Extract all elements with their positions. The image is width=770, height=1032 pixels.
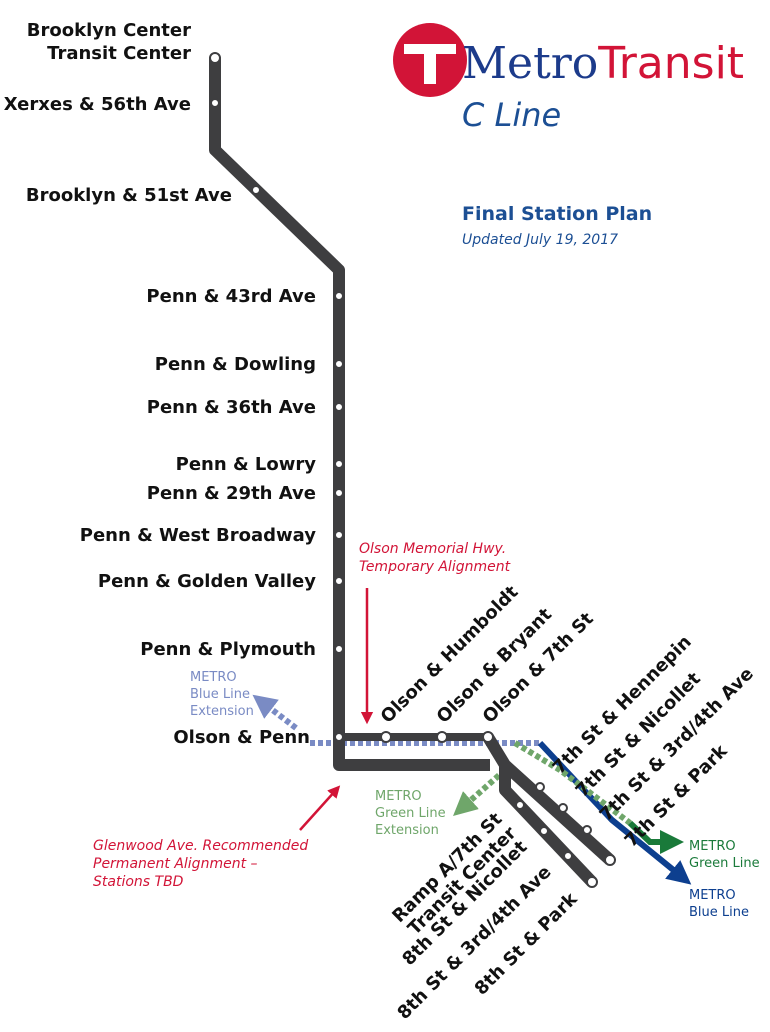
- green-line-label-2: Green Line: [689, 856, 760, 871]
- blue-line-label-1: METRO: [689, 888, 736, 903]
- blue-ext-label-1: METRO: [190, 670, 237, 685]
- label-xerxes: Xerxes & 56th Ave: [4, 94, 191, 115]
- green-ext-label-1: METRO: [375, 789, 422, 804]
- note-glenwood-3: Stations TBD: [93, 874, 184, 890]
- green-line-label-1: METRO: [689, 839, 736, 854]
- blue-line-label-2: Blue Line: [689, 905, 749, 920]
- station-markers: [209, 52, 616, 888]
- label-olson-penn: Olson & Penn: [173, 727, 310, 748]
- station-brooklyn-center[interactable]: [209, 52, 221, 64]
- station-olson-bryant[interactable]: [436, 731, 448, 743]
- station-olson-humboldt[interactable]: [380, 731, 392, 743]
- blue-ext-label-3: Extension: [190, 704, 254, 719]
- glenwood-arrow: [299, 785, 341, 831]
- station-penn-43rd[interactable]: [334, 291, 344, 301]
- station-olson-penn[interactable]: [334, 732, 344, 742]
- station-ramp-a[interactable]: [515, 800, 525, 810]
- green-line-track: [513, 740, 684, 854]
- label-penn-golden-valley: Penn & Golden Valley: [98, 571, 316, 592]
- line-name: C Line: [462, 96, 561, 134]
- brand-name: MetroTransit: [462, 38, 744, 89]
- note-temporary-1: Olson Memorial Hwy.: [359, 541, 506, 557]
- station-penn-west-broadway[interactable]: [334, 530, 344, 540]
- label-brooklyn-center-2: Transit Center: [47, 43, 191, 64]
- label-brooklyn-51st: Brooklyn & 51st Ave: [26, 185, 232, 206]
- label-penn-43rd: Penn & 43rd Ave: [146, 286, 316, 307]
- station-olson-7th[interactable]: [482, 731, 494, 743]
- station-penn-golden-valley[interactable]: [334, 576, 344, 586]
- station-8th-park[interactable]: [586, 876, 598, 888]
- station-penn-29th[interactable]: [334, 488, 344, 498]
- green-line-extension-track: [453, 767, 507, 816]
- metro-transit-logo: MetroTransit: [393, 23, 744, 97]
- note-glenwood-1: Glenwood Ave. Recommended: [93, 838, 308, 854]
- station-penn-plymouth[interactable]: [334, 644, 344, 654]
- blue-ext-label-2: Blue Line: [190, 687, 250, 702]
- station-8th-3rd-4th[interactable]: [563, 851, 573, 861]
- label-penn-36th: Penn & 36th Ave: [147, 397, 316, 418]
- c-line-route: [209, 58, 615, 887]
- label-penn-west-broadway: Penn & West Broadway: [80, 525, 316, 546]
- green-ext-label-2: Green Line: [375, 806, 446, 821]
- blue-line-track: [537, 740, 692, 885]
- blue-line-extension-track: [252, 694, 540, 746]
- station-7th-3rd-4th[interactable]: [582, 825, 592, 835]
- station-penn-dowling[interactable]: [334, 359, 344, 369]
- label-penn-lowry: Penn & Lowry: [176, 454, 317, 475]
- label-brooklyn-center-1: Brooklyn Center: [27, 20, 191, 41]
- label-penn-plymouth: Penn & Plymouth: [140, 639, 316, 660]
- station-brooklyn-51st[interactable]: [251, 185, 261, 195]
- station-7th-nicollet[interactable]: [558, 803, 568, 813]
- label-penn-29th: Penn & 29th Ave: [147, 483, 316, 504]
- station-8th-nicollet[interactable]: [539, 826, 549, 836]
- station-penn-36th[interactable]: [334, 402, 344, 412]
- station-7th-hennepin[interactable]: [535, 782, 545, 792]
- plan-updated: Updated July 19, 2017: [462, 232, 618, 248]
- note-temporary-2: Temporary Alignment: [359, 559, 511, 575]
- note-glenwood-2: Permanent Alignment –: [93, 856, 258, 872]
- station-7th-park[interactable]: [604, 854, 616, 866]
- station-penn-lowry[interactable]: [334, 459, 344, 469]
- label-penn-dowling: Penn & Dowling: [155, 354, 316, 375]
- station-xerxes[interactable]: [210, 98, 220, 108]
- green-ext-label-3: Extension: [375, 823, 439, 838]
- plan-title: Final Station Plan: [462, 203, 652, 225]
